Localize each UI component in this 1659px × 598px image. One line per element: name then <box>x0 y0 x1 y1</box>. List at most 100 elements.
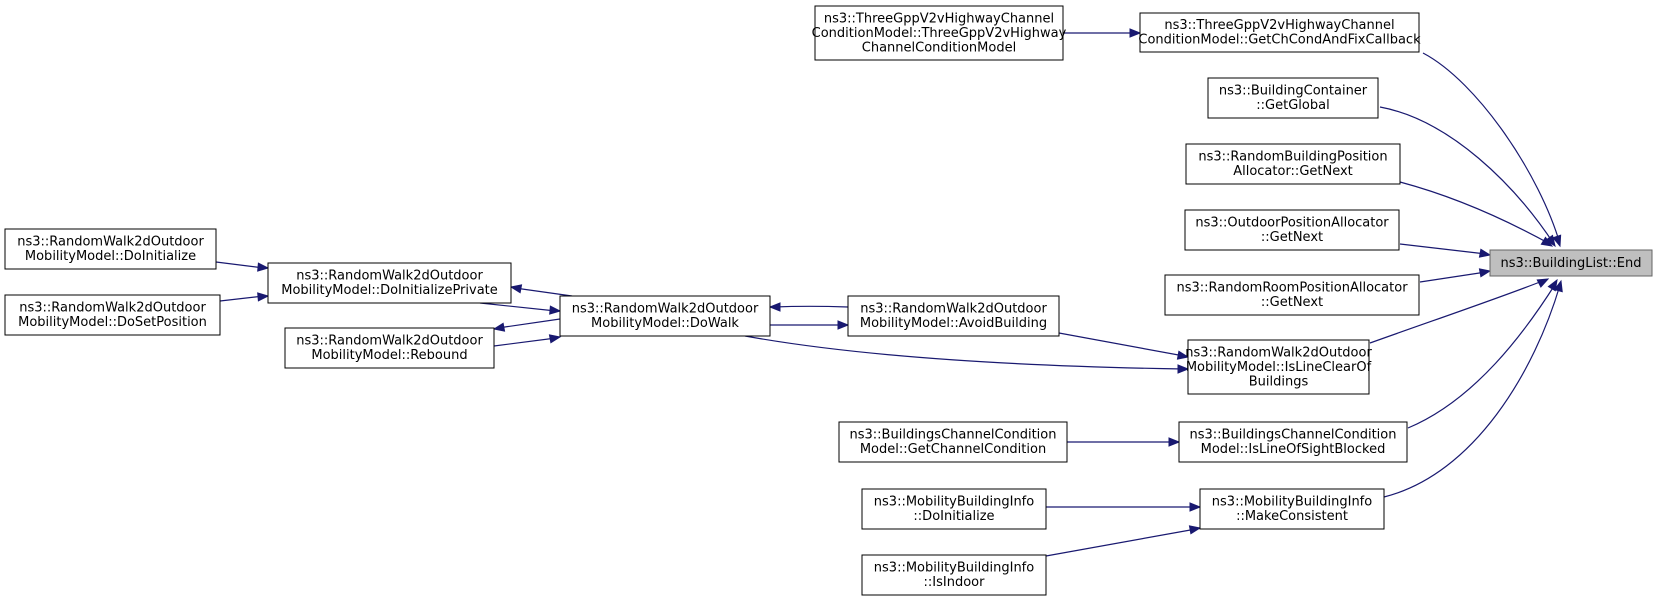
node-box[interactable] <box>4 294 221 336</box>
node-label-line: MobilityModel::AvoidBuilding <box>860 316 1047 331</box>
node-box[interactable] <box>1184 209 1400 251</box>
node-label-line: ::IsIndoor <box>924 575 986 590</box>
node-box[interactable] <box>1185 143 1401 185</box>
node-label-line: ns3::RandomWalk2dOutdoor <box>296 269 483 284</box>
edge-rrpa_getnext-to-root <box>1419 268 1492 283</box>
node-label-line: ns3::ThreeGppV2vHighwayChannel <box>824 11 1054 26</box>
node-label-line: ns3::BuildingsChannelCondition <box>850 428 1057 443</box>
edge-rw_dowalk-to-rw_islineclear <box>744 335 1190 374</box>
node-label-line: ns3::RandomRoomPositionAllocator <box>1176 281 1408 296</box>
arrowhead-icon <box>549 305 562 315</box>
node-label-line: Model::GetChannelCondition <box>860 442 1046 457</box>
edge-line <box>744 335 1185 370</box>
edge-three_ctor-to-three_getch <box>1063 28 1142 38</box>
node-label-line: ns3::RandomWalk2dOutdoor <box>572 302 759 317</box>
node-label-line: ns3::BuildingList::End <box>1501 256 1642 271</box>
node-box[interactable] <box>267 262 512 304</box>
node-label-line: ns3::BuildingContainer <box>1219 84 1368 99</box>
node-rrpa-getnext[interactable]: ns3::RandomRoomPositionAllocator::GetNex… <box>1164 274 1420 316</box>
node-three-ctor[interactable]: ns3::ThreeGppV2vHighwayChannelConditionM… <box>812 5 1067 61</box>
arrowhead-icon <box>1478 268 1492 278</box>
node-rw-dowalk[interactable]: ns3::RandomWalk2dOutdoorMobilityModel::D… <box>559 295 771 337</box>
node-label-line: ns3::RandomBuildingPosition <box>1198 150 1387 165</box>
edge-rw_avoid-to-rw_dowalk <box>768 302 849 312</box>
edge-line <box>1419 271 1487 283</box>
edge-mbi_doinit-to-mbi_makecons <box>1046 502 1202 512</box>
edge-line <box>215 261 265 269</box>
node-rw-avoid[interactable]: ns3::RandomWalk2dOutdoorMobilityModel::A… <box>847 295 1060 337</box>
node-label-line: ns3::MobilityBuildingInfo <box>1212 495 1372 510</box>
node-opa-getnext[interactable]: ns3::OutdoorPositionAllocator::GetNext <box>1184 209 1400 251</box>
node-rw-rebound[interactable]: ns3::RandomWalk2dOutdoorMobilityModel::R… <box>284 327 495 369</box>
nodes-layer: ns3::BuildingList::End ns3::ThreeGppV2vHi… <box>4 5 1653 596</box>
node-box[interactable] <box>1178 421 1408 463</box>
node-label-line: ns3::RandomWalk2dOutdoor <box>1185 345 1372 360</box>
edge-line <box>219 295 265 302</box>
arrowhead-icon <box>548 334 562 344</box>
node-label-line: ns3::BuildingsChannelCondition <box>1190 428 1397 443</box>
arrowhead-icon <box>1176 350 1190 360</box>
edge-rw_dowalk-to-rw_doinitpriv <box>509 284 573 297</box>
edge-line <box>1422 52 1561 245</box>
node-bcc-islos[interactable]: ns3::BuildingsChannelConditionModel::IsL… <box>1178 421 1408 463</box>
arrowhead-icon <box>1189 502 1202 512</box>
arrowhead-icon <box>1553 279 1563 293</box>
node-box[interactable] <box>1489 249 1653 277</box>
node-box[interactable] <box>847 295 1060 337</box>
arrowhead-icon <box>257 292 270 302</box>
node-box[interactable] <box>1207 77 1379 119</box>
node-label-line: ns3::RandomWalk2dOutdoor <box>296 334 483 349</box>
node-bc-getglobal[interactable]: ns3::BuildingContainer::GetGlobal <box>1207 77 1379 119</box>
node-box[interactable] <box>284 327 495 369</box>
edge-line <box>514 287 573 297</box>
node-label-line: Allocator::GetNext <box>1233 164 1353 179</box>
node-mbi-doinit[interactable]: ns3::MobilityBuildingInfo::DoInitialize <box>861 488 1047 530</box>
edge-line <box>1379 106 1555 245</box>
node-box[interactable] <box>814 5 1064 61</box>
edge-bcc_islos-to-root <box>1407 278 1558 429</box>
node-label-line: ::GetGlobal <box>1256 98 1329 113</box>
node-box[interactable] <box>1139 12 1420 53</box>
edge-line <box>1407 282 1557 429</box>
edge-line <box>1369 279 1546 344</box>
edge-rw_doinit-to-rw_doinitpriv <box>215 261 270 272</box>
node-rw-islineclear[interactable]: ns3::RandomWalk2dOutdoorMobilityModel::I… <box>1185 339 1372 395</box>
node-root[interactable]: ns3::BuildingList::End <box>1489 249 1653 277</box>
node-box[interactable] <box>1164 274 1420 316</box>
arrowhead-icon <box>492 322 506 332</box>
node-box[interactable] <box>559 295 771 337</box>
node-box[interactable] <box>4 228 217 270</box>
edge-rw_avoid-to-rw_islineclear <box>1058 332 1190 360</box>
node-box[interactable] <box>1199 488 1385 530</box>
arrowhead-icon <box>768 302 781 312</box>
node-label-line: ns3::RandomWalk2dOutdoor <box>19 301 206 316</box>
node-rw-doinit[interactable]: ns3::RandomWalk2dOutdoorMobilityModel::D… <box>4 228 217 270</box>
arrowhead-icon <box>509 284 523 294</box>
node-mbi-makecons[interactable]: ns3::MobilityBuildingInfo::MakeConsisten… <box>1199 488 1385 530</box>
node-box[interactable] <box>838 421 1068 463</box>
edge-mbi_makecons-to-root <box>1383 279 1563 498</box>
node-box[interactable] <box>861 488 1047 530</box>
edge-bc_getglobal-to-root <box>1379 106 1556 248</box>
node-label-line: MobilityModel::DoInitialize <box>25 249 196 264</box>
arrowhead-icon <box>1188 525 1202 535</box>
edge-line <box>1399 243 1487 255</box>
node-three-getch[interactable]: ns3::ThreeGppV2vHighwayChannelConditionM… <box>1138 12 1421 53</box>
edge-rw_dowalk-to-rw_avoid <box>770 320 850 330</box>
node-rw-doinitpriv[interactable]: ns3::RandomWalk2dOutdoorMobilityModel::D… <box>267 262 512 304</box>
arrowhead-icon <box>1545 234 1556 248</box>
node-rw-dosetpos[interactable]: ns3::RandomWalk2dOutdoorMobilityModel::D… <box>4 294 221 336</box>
node-label-line: MobilityModel::IsLineClearOf <box>1186 360 1372 375</box>
edge-bcc_getchcond-to-bcc_islos <box>1067 437 1181 447</box>
node-label-line: MobilityModel::DoSetPosition <box>18 315 207 330</box>
node-rbpa-getnext[interactable]: ns3::RandomBuildingPositionAllocator::Ge… <box>1185 143 1401 185</box>
node-bcc-getchcond[interactable]: ns3::BuildingsChannelConditionModel::Get… <box>838 421 1068 463</box>
node-mbi-isindoor[interactable]: ns3::MobilityBuildingInfo::IsIndoor <box>861 554 1047 596</box>
arrowhead-icon <box>1168 437 1181 447</box>
node-label-line: ChannelConditionModel <box>862 40 1016 55</box>
node-label-line: ::GetNext <box>1261 295 1323 310</box>
node-box[interactable] <box>1187 339 1370 395</box>
node-box[interactable] <box>861 554 1047 596</box>
edge-opa_getnext-to-root <box>1399 243 1492 258</box>
